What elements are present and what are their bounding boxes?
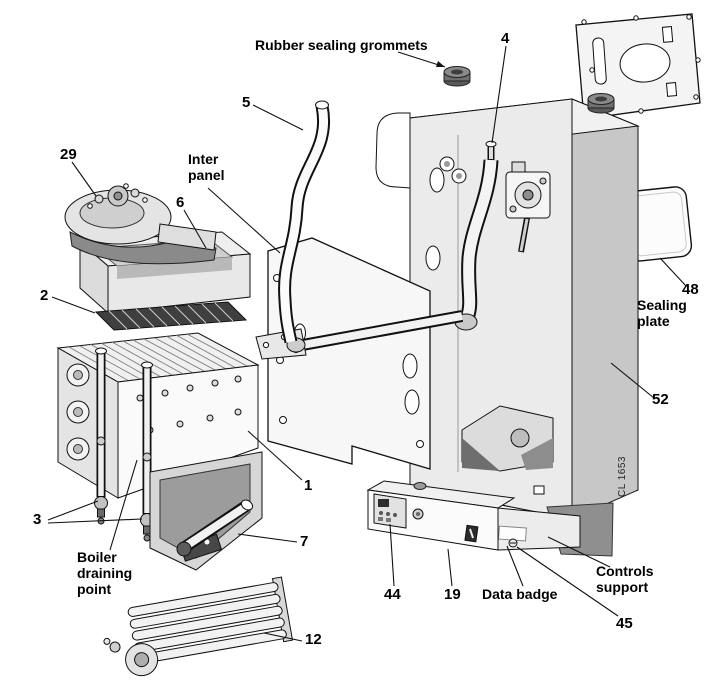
callout-44: 44 bbox=[384, 586, 401, 603]
drain-pipe bbox=[176, 499, 254, 557]
condensate-tray bbox=[149, 451, 263, 571]
callout-4: 4 bbox=[501, 30, 510, 47]
callout-19: 19 bbox=[444, 586, 461, 603]
callout-6: 6 bbox=[176, 194, 185, 211]
callout-48: 48 bbox=[682, 281, 699, 298]
callout-7: 7 bbox=[300, 533, 309, 550]
callout-52: 52 bbox=[652, 391, 669, 408]
label-rubber-sealing-grommets: Rubber sealing grommets bbox=[255, 37, 428, 53]
fan-assembly bbox=[64, 183, 217, 265]
cabinet-side-panel bbox=[571, 98, 639, 520]
label-sealing-plate: Sealing plate bbox=[637, 297, 687, 330]
rear-panel bbox=[575, 13, 701, 120]
callout-29: 29 bbox=[60, 146, 77, 163]
gas-valve bbox=[505, 161, 551, 253]
label-inter-panel: Inter panel bbox=[188, 151, 225, 184]
callout-3: 3 bbox=[33, 511, 42, 528]
rubber-grommet bbox=[587, 93, 615, 114]
leader-lines bbox=[47, 45, 687, 642]
flue-air-pipe bbox=[278, 100, 330, 344]
drawing-code: CL 1653 bbox=[617, 456, 628, 497]
controls-support-plate bbox=[497, 507, 581, 551]
callout-2: 2 bbox=[40, 287, 49, 304]
label-data-badge: Data badge bbox=[482, 586, 558, 602]
control-panel bbox=[373, 493, 407, 529]
controls-box bbox=[366, 480, 516, 551]
callout-5: 5 bbox=[242, 94, 251, 111]
label-controls-support: Controls support bbox=[596, 563, 654, 596]
drain-cock-pipes bbox=[94, 347, 154, 542]
label-boiler-draining-point: Boiler draining point bbox=[77, 549, 133, 598]
sealing-plate-part bbox=[622, 186, 693, 262]
burner-assembly bbox=[103, 576, 294, 677]
flue-grille bbox=[94, 301, 248, 331]
rubber-grommet bbox=[443, 66, 471, 87]
callout-12: 12 bbox=[305, 631, 322, 648]
callout-1: 1 bbox=[304, 477, 313, 494]
callout-45: 45 bbox=[616, 615, 633, 632]
